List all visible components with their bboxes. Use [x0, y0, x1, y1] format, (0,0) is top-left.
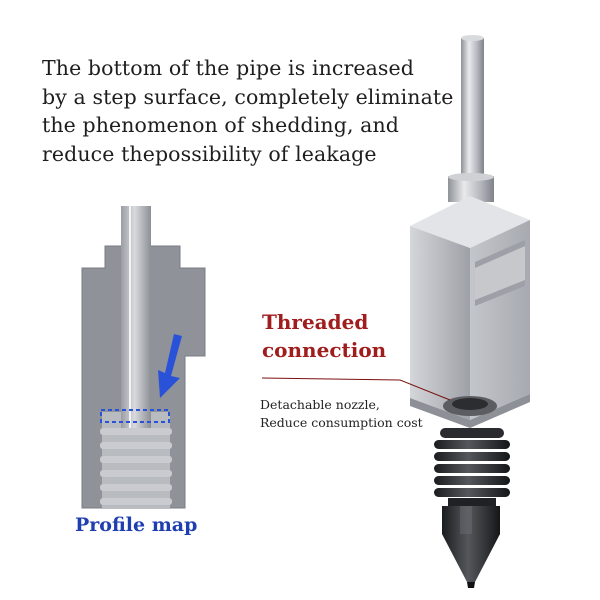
arrow-icon [158, 334, 182, 398]
headline-text: The bottom of the pipe is increased by a… [42, 54, 462, 168]
headline-line: the phenomenon of shedding, and [42, 113, 400, 137]
threaded-connection-label: Threaded connection [262, 308, 386, 364]
detachable-line-1: Detachable nozzle, [260, 397, 380, 412]
headline-line: The bottom of the pipe is increased [42, 56, 415, 80]
step-surface-marker [100, 409, 170, 423]
threaded-line-2: connection [262, 338, 387, 362]
detachable-nozzle-label: Detachable nozzle, Reduce consumption co… [260, 396, 423, 432]
nozzle [434, 428, 510, 588]
headline-line: by a step surface, completely eliminate [42, 84, 454, 109]
profile-threads [100, 428, 172, 505]
hotend-assembly [261, 35, 530, 428]
detachable-line-2: Reduce consumption cost [260, 415, 423, 430]
headline-line: reduce thepossibility of leakage [42, 141, 377, 166]
profile-map-label: Profile map [75, 514, 198, 536]
profile-cross-section [81, 206, 206, 509]
threaded-line-1: Threaded [262, 310, 369, 334]
